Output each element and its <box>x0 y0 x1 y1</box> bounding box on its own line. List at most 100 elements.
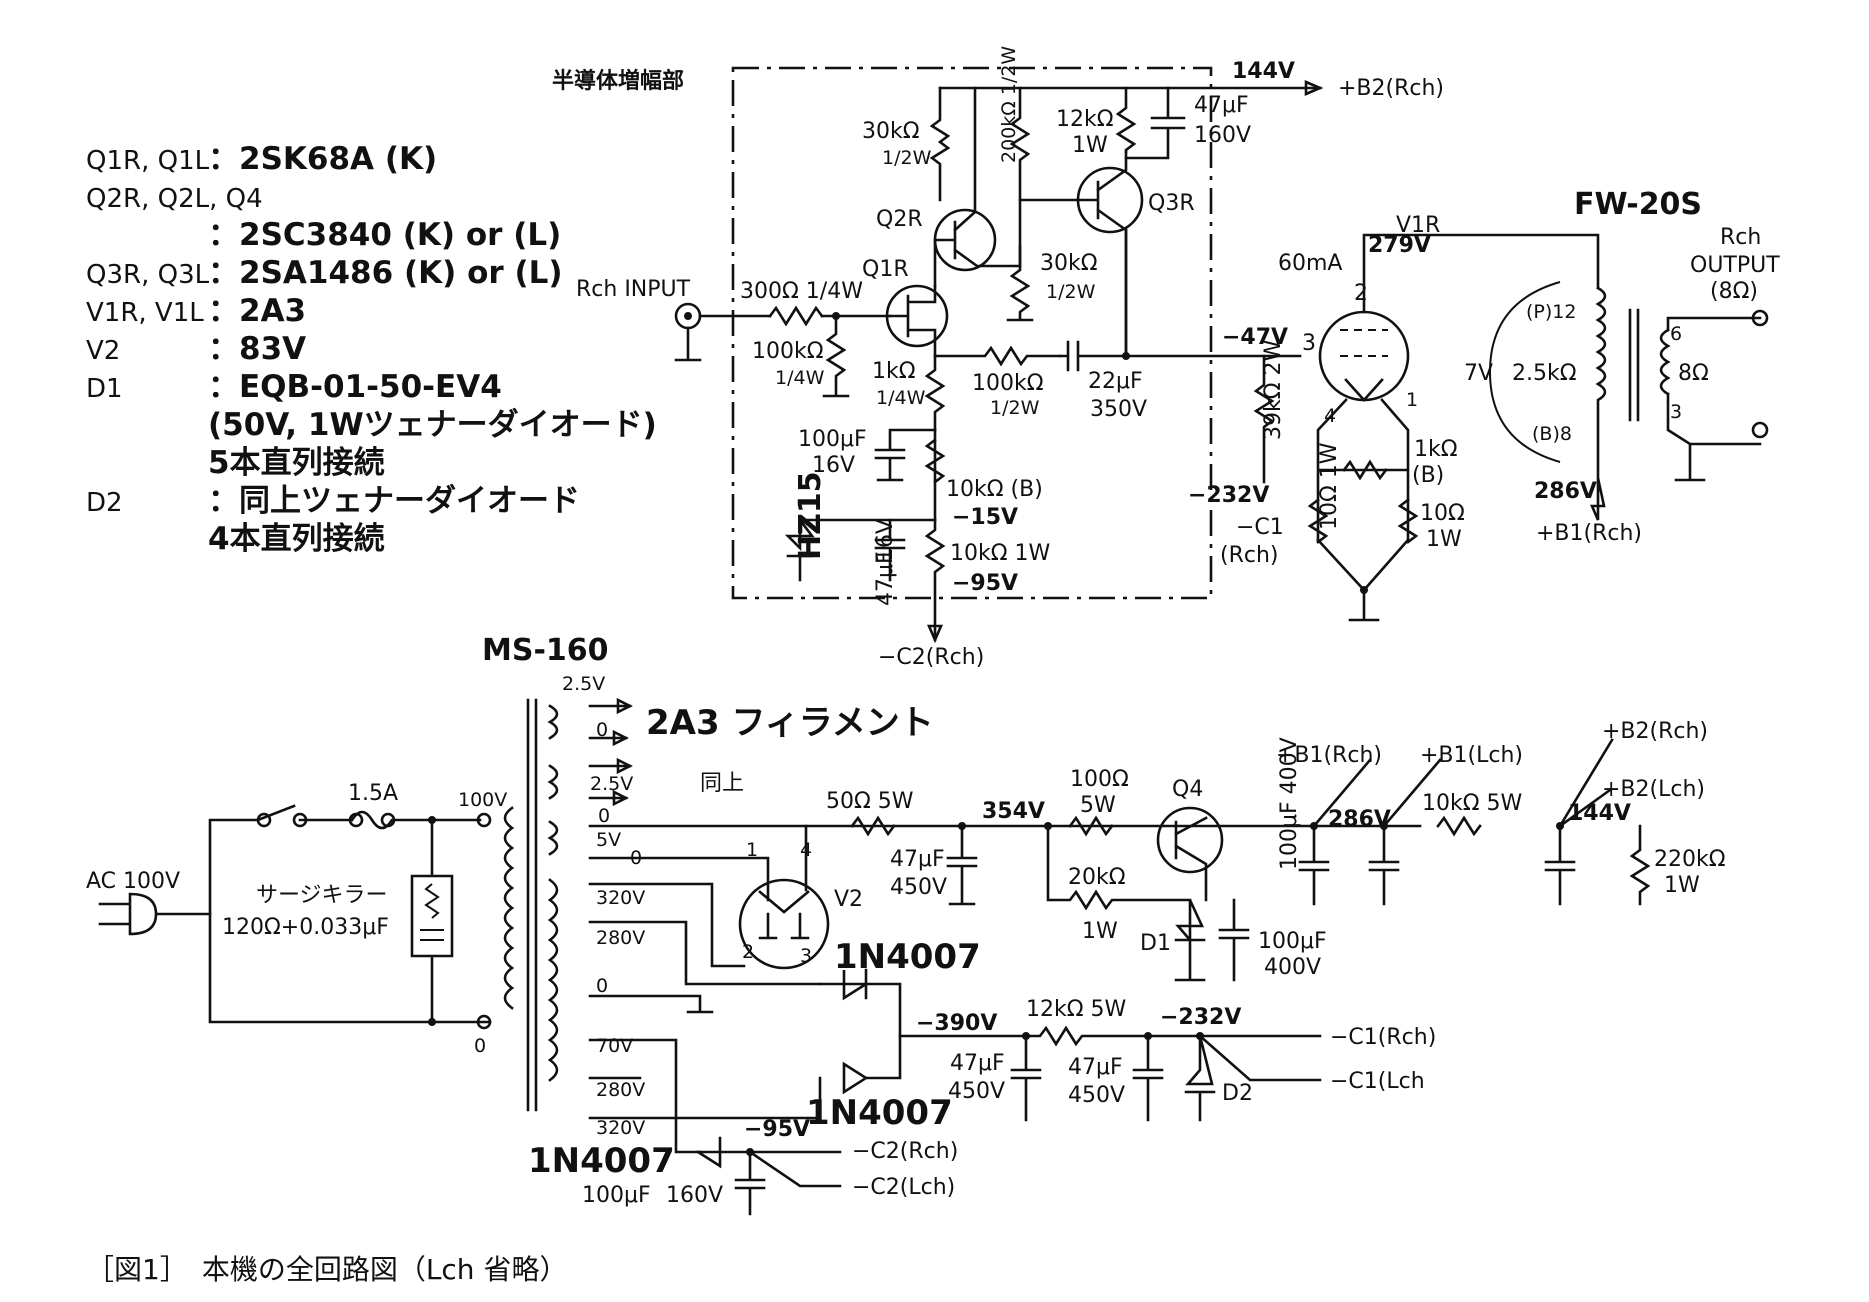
legend-row: D1：EQB-01-50-EV4 <box>86 368 606 406</box>
figure-caption: ［図1］ 本機の全回路図（Lch 省略） <box>86 1253 568 1286</box>
diode-1n4007-c-icon <box>696 1136 842 1169</box>
legend-key: V1R, V1L <box>86 298 204 328</box>
c-47b-v: 450V <box>1068 1083 1125 1108</box>
s320a-label: 320V <box>596 887 645 909</box>
legend-row: Q1R, Q1L：2SK68A (K) <box>86 140 606 178</box>
heater-wiring <box>588 824 1422 902</box>
c-47u-label: 47μF <box>1194 93 1249 118</box>
r-gate-label: 100kΩ <box>752 339 824 364</box>
parts-legend: Q1R, Q1L：2SK68A (K)Q2R, Q2L, Q4：2SC3840 … <box>86 140 657 558</box>
out-terminal-icon <box>1751 421 1769 439</box>
legend-key: V2 <box>86 336 121 366</box>
c-47-450-label: 47μF <box>890 847 945 872</box>
legend-value: ：2SA1486 (K) or (L) <box>208 255 563 291</box>
q4-transistor-icon <box>1156 806 1224 874</box>
legend-value: ：2SC3840 (K) or (L) <box>208 217 562 253</box>
c2r-label: −C2(Rch) <box>852 1139 958 1164</box>
cap-47u-16v-icon <box>874 518 906 582</box>
d-1n4007-a: 1N4007 <box>834 937 981 977</box>
v-m47-label: −47V <box>1222 325 1288 350</box>
v-m232-psu-label: −232V <box>1160 1005 1241 1030</box>
r-30k-b-w: 1/2W <box>1046 281 1096 303</box>
surge-label: サージキラー <box>256 883 388 908</box>
s70-label: 70V <box>596 1035 633 1057</box>
legend-row: V1R, V1L：2A3 <box>86 292 606 330</box>
h5-label: 5V <box>596 829 621 851</box>
resistor-30k-a-icon <box>929 86 951 202</box>
r-100k-fb-label: 100kΩ <box>972 371 1044 396</box>
resistor-10-a-icon <box>1307 498 1329 544</box>
resistor-10k-1w-icon <box>924 518 946 642</box>
d2-label: D2 <box>1222 1081 1253 1106</box>
c-47b-label: 47μF <box>1068 1055 1123 1080</box>
c-47a-label: 47μF <box>950 1051 1005 1076</box>
c2l-label: −C2(Lch) <box>852 1175 955 1200</box>
r-200k-label: 200kΩ 1/2W <box>998 46 1020 163</box>
v-m232-label: −232V <box>1188 483 1269 508</box>
resistor-100k-icon <box>822 314 850 398</box>
pin3-label: 3 <box>1302 331 1316 356</box>
c-47u-16-b-label: 47μF <box>873 551 898 606</box>
c-47a-v: 450V <box>948 1079 1005 1104</box>
resistor-50-icon <box>850 815 896 837</box>
out-label: Rch <box>1720 225 1761 250</box>
b2-rch-label: +B2(Rch) <box>1338 76 1444 101</box>
fil1b-label: 0 <box>596 719 608 741</box>
q1-label: Q1R <box>862 257 909 282</box>
r-12k-label: 12kΩ <box>1056 107 1114 132</box>
q2-label: Q2R <box>876 207 923 232</box>
d-1n4007-c: 1N4007 <box>528 1141 675 1181</box>
plate-wire <box>1362 233 1600 314</box>
resistor-12k-icon <box>1115 86 1137 154</box>
fil2b-label: 0 <box>598 805 610 827</box>
c1-label-b: (Rch) <box>1220 543 1279 568</box>
v2-rectifier-icon <box>738 878 830 970</box>
pin2-label: 2 <box>1354 281 1368 306</box>
vr-1k-icon <box>1342 459 1388 481</box>
cap-47u-450-icon <box>946 824 978 906</box>
ground-icon <box>674 326 702 362</box>
fuse-label: 1.5A <box>348 781 398 806</box>
otx-label: FW-20S <box>1574 187 1702 222</box>
legend-row: ：2SC3840 (K) or (L) <box>86 216 606 254</box>
zener-hz15-icon <box>784 516 937 582</box>
v2-label: V2 <box>834 887 863 912</box>
legend-key: Q3R, Q3L <box>86 260 210 290</box>
c1-label: −C1 <box>1236 515 1284 540</box>
legend-value: ：同上ツェナーダイオード <box>208 483 580 519</box>
heater-winding-icon <box>547 820 559 856</box>
r-12k5-label: 12kΩ 5W <box>1026 997 1127 1022</box>
p12-label: (P)12 <box>1526 301 1576 323</box>
v1-tube-icon <box>1318 310 1410 402</box>
fil-winding-2-icon <box>547 764 559 800</box>
cap-100u-160-icon <box>734 1150 766 1216</box>
legend-key: D2 <box>86 488 123 518</box>
legend-value: ：EQB-01-50-EV4 <box>208 369 502 405</box>
resistor-20k-icon <box>1046 824 1192 911</box>
v-m95-psu-label: −95V <box>744 1117 810 1142</box>
legend-row: V2：83V <box>86 330 606 368</box>
cap-100u-q4-icon <box>1218 898 1250 982</box>
r-10k-1w-label: 10kΩ 1W <box>950 541 1051 566</box>
resistor-100k-fb-icon <box>933 345 1062 367</box>
pin1-label: 1 <box>1406 389 1418 411</box>
c-100-160-label: 100μF <box>582 1183 651 1208</box>
s6-label: 6 <box>1670 323 1682 345</box>
surge-val: 120Ω+0.033μF <box>222 915 389 940</box>
q4-label: Q4 <box>1172 777 1203 802</box>
v-354-label: 354V <box>982 799 1045 824</box>
fil-winding-1-icon <box>547 704 559 740</box>
d2-zener-icon <box>1184 1035 1216 1122</box>
b2l-label: +B2(Lch) <box>1602 777 1705 802</box>
c-47-450-v: 450V <box>890 875 947 900</box>
resistor-10k5-icon <box>1436 815 1482 837</box>
c-100u-v: 16V <box>812 453 855 478</box>
diode-1n4007-icon <box>820 968 902 1095</box>
fil2-label-text: 同上 <box>700 771 744 796</box>
s0-label: 0 <box>596 975 608 997</box>
v2-p1: 1 <box>746 839 758 861</box>
r-10-b-label: 10Ω <box>1420 501 1465 526</box>
cap-100u-c-icon <box>1544 824 1576 906</box>
v7-arrow-icon <box>1488 281 1561 463</box>
d-1n4007-b: 1N4007 <box>806 1093 953 1133</box>
